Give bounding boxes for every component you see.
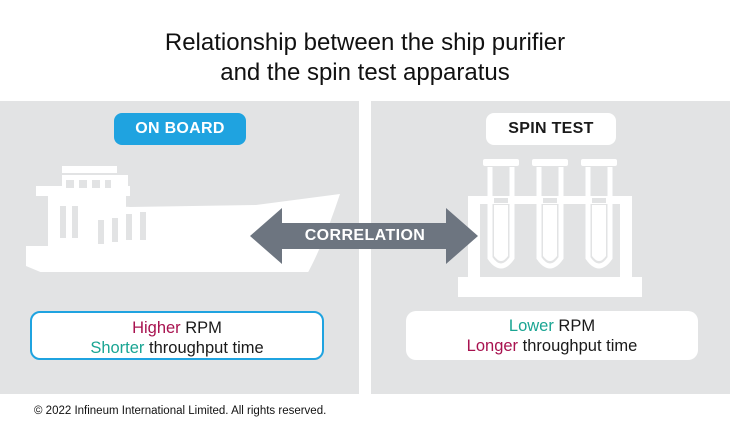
onboard-rpm-highlight: Higher bbox=[132, 319, 181, 337]
spin-rpm-highlight: Lower bbox=[508, 317, 554, 335]
onboard-rpm-line: Higher RPM bbox=[32, 318, 322, 338]
spin-rpm-text: RPM bbox=[553, 317, 596, 335]
onboard-throughput-text: throughput time bbox=[144, 339, 264, 357]
on-board-badge: ON BOARD bbox=[114, 113, 246, 145]
spin-throughput-text: throughput time bbox=[518, 337, 638, 355]
spin-throughput-line: Longer throughput time bbox=[406, 336, 698, 356]
test-tubes-icon bbox=[458, 159, 642, 297]
onboard-info-box: Higher RPM Shorter throughput time bbox=[30, 311, 324, 360]
spin-test-info-box: Lower RPM Longer throughput time bbox=[406, 311, 698, 360]
spin-throughput-highlight: Longer bbox=[466, 337, 519, 355]
onboard-throughput-highlight: Shorter bbox=[90, 339, 145, 357]
diagram-title: Relationship between the ship purifier a… bbox=[0, 28, 730, 88]
copyright-notice: © 2022 Infineum International Limited. A… bbox=[34, 405, 327, 417]
onboard-rpm-text: RPM bbox=[180, 319, 222, 337]
title-line-2: and the spin test apparatus bbox=[220, 59, 510, 86]
title-line-1: Relationship between the ship purifier bbox=[164, 29, 566, 56]
spin-test-badge: SPIN TEST bbox=[486, 113, 616, 145]
ship-windows bbox=[20, 180, 320, 278]
double-arrow-icon bbox=[250, 208, 478, 264]
spin-rpm-line: Lower RPM bbox=[406, 316, 698, 336]
correlation-label: CORRELATION bbox=[304, 227, 426, 244]
onboard-throughput-line: Shorter throughput time bbox=[32, 338, 322, 358]
